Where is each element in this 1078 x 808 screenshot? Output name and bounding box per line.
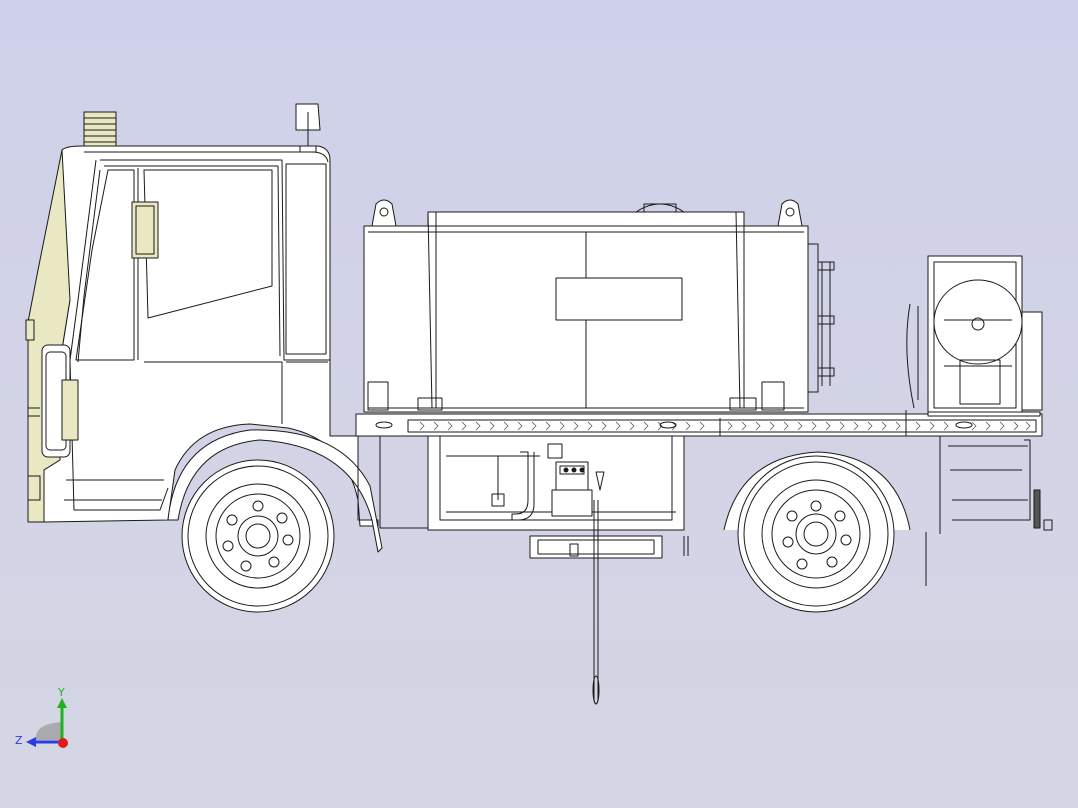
front-hub-cap [245,523,271,549]
triad-shade [35,722,62,740]
rear-wheel-assembly[interactable] [723,451,911,613]
cab-door-inner [77,165,281,363]
rear-tire-inner [743,461,889,607]
front-fender [167,429,383,553]
fuel-tank[interactable] [363,199,835,413]
front-wheel-assembly[interactable] [167,429,383,613]
cab-quarter-window [285,163,327,355]
rear-lug-nuts [782,500,852,570]
reel-side-box [1021,311,1043,411]
lifting-lug-right-hole [785,207,795,217]
hose-reel-unit[interactable] [906,255,1043,417]
fuel-pump [547,443,605,517]
tank-manhole [635,203,685,213]
chevron-strip [407,419,1037,433]
reel-hose-line [906,303,919,409]
front-rim [205,483,311,589]
frame-marker-3 [955,421,973,429]
front-badge [25,319,35,341]
rear-ladder [808,243,835,393]
dispense-hose [593,500,599,705]
reel-base [927,411,1041,417]
filter-unit [491,456,505,507]
pump-bay-inner [439,436,673,521]
tank-manhole-cover [643,203,677,213]
rear-support-leg [683,536,689,556]
chassis-frame[interactable] [355,410,1043,437]
tank-strap-right [735,211,745,409]
frame-marker-2 [659,421,677,429]
x-axis-dot [58,738,68,748]
frame-marker-1 [375,421,393,429]
tank-bracket-rear [761,381,785,411]
hose-box-lid [537,539,655,555]
front-bumper-lines [28,407,41,501]
front-rim-inner [215,493,301,579]
drain-valve [569,543,579,557]
rear-rim-inner [771,489,861,579]
front-hub [237,515,279,557]
tank-strap-left [427,211,437,409]
front-indicator [61,379,79,441]
lifting-lug-left [371,199,397,227]
cab-door-lower [64,361,328,501]
front-lug-nuts [222,500,294,572]
z-axis-head [26,737,36,747]
front-tire-inner [187,465,329,607]
cab-side-window [143,169,273,319]
cab-front-window [75,169,135,361]
y-axis-label: Y [57,686,65,699]
z-axis-label: Z [15,734,23,747]
tank-top-rail [427,211,745,227]
reel-motor [959,359,1001,405]
rear-hub-cap [803,521,829,547]
pump-compartment[interactable] [427,435,689,705]
reel-hub [971,317,985,331]
reel-drum-bands [944,319,1012,367]
tank-bracket-front [367,381,389,411]
hose-reel-drum [933,279,1023,365]
rear-body-section [357,436,1053,586]
side-mirror-glass [135,205,155,255]
hose-box [529,535,663,559]
coordinate-triad: Y Z [15,686,68,748]
cab-body-outline [43,145,379,527]
rear-hub [795,513,837,555]
rear-rim [761,479,871,589]
roof-antenna [295,103,321,153]
tank-placard [555,277,683,321]
lifting-lug-right [777,199,803,227]
rear-tire [737,455,895,613]
roof-beacon [83,111,117,147]
y-axis-head [57,698,67,708]
front-tire [181,459,335,613]
lifting-lug-left-hole [379,207,389,217]
cab[interactable] [25,103,379,527]
supply-pipe [511,451,535,521]
rear-light [1043,519,1053,531]
hose-nozzle [592,675,600,705]
tank-clamp-feet [417,397,757,411]
